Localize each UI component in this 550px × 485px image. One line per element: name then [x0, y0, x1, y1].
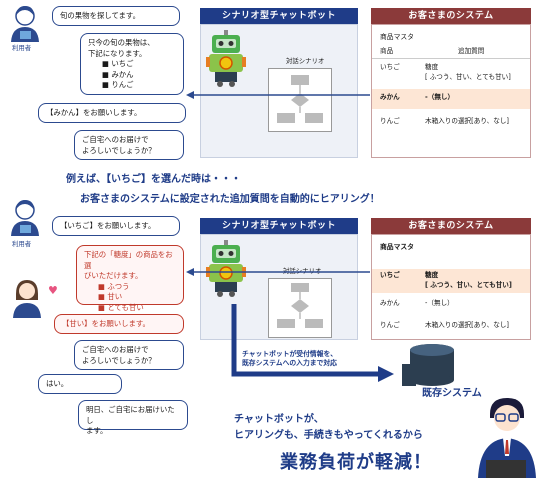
table-cell: [ ふつう、甘い、とても甘い] — [425, 73, 511, 81]
list-item: 甘い — [98, 292, 176, 303]
arrow-note: チャットボットが受付情報を、 既存システムへの入力まで対応 — [242, 350, 337, 368]
table-row: みかん -（無し） — [372, 299, 530, 313]
chat-text: よろしいでしょうか？ — [82, 145, 156, 155]
chat-bubble-b1: 【いちご】をお願いします。 — [52, 216, 180, 236]
connector-arrow-bottom — [186, 250, 372, 280]
table-cell: いちご — [380, 271, 400, 279]
heart-icon: ♥ — [48, 284, 58, 297]
table-row: いちご 糖度 [ ふつう、甘い、とても甘い] — [372, 63, 530, 85]
chatbot-panel-title-bottom: シナリオ型チャットボット — [200, 218, 358, 234]
database-icon — [402, 342, 462, 390]
chat-text: 只今の旬の果物は、 — [88, 38, 155, 47]
user-avatar-bottom — [8, 198, 42, 236]
table-cell: りんご — [380, 321, 400, 329]
chat-bubble-b6: 明日、ご自宅にお届けいたし ます。 — [78, 400, 188, 435]
chat-text: びいただけます。 — [84, 271, 143, 280]
example-banner-line2: お客さまのシステムに設定された追加質問を自動的にヒアリング！ — [80, 194, 380, 205]
column-header: 追加質問 — [458, 47, 485, 55]
chat-bubble-b2: 下記の「糖度」の商品をお選 びいただけます。 ふつう 甘い とても甘い — [76, 245, 184, 312]
chat-text: 【みかん】をお願いします。 — [46, 108, 142, 117]
chat-text: ご自宅へのお届けで — [82, 135, 149, 144]
scenario-label-bottom: 対話シナリオ — [283, 267, 322, 275]
chat-text: はい。 — [46, 379, 69, 388]
table-cell: 木箱入りの選択[あり、なし] — [425, 117, 510, 125]
table-cell: 糖度 — [425, 63, 439, 71]
list-item: ふつう — [98, 282, 176, 293]
example-banner-line1: 例えば、【いちご】を選んだ時は・・・ — [66, 174, 241, 185]
footer-line2: ヒアリングも、手続きもやってくれるから — [234, 430, 423, 441]
table-cell: -（無し） — [425, 93, 455, 101]
robot-icon — [206, 30, 246, 88]
list-item: いちご — [102, 59, 176, 70]
businessman-icon — [476, 396, 538, 478]
chat-text: 【いちご】をお願いします。 — [60, 221, 156, 230]
chat-text: 下記の「糖度」の商品をお選 — [84, 250, 173, 270]
chat-bubble-b3: 【甘い】をお願いします。 — [54, 314, 184, 334]
chat-text: 【甘い】をお願いします。 — [62, 319, 150, 328]
table-cell: -（無し） — [425, 299, 454, 307]
column-header: 商品 — [380, 47, 394, 55]
arrow-note-line: チャットボットが受付情報を、 — [242, 350, 338, 358]
table-row: みかん -（無し） — [372, 89, 530, 109]
user-label-bottom: 利用者 — [12, 240, 32, 248]
system-panel-top: 商品マスタ 商品 追加質問 いちご 糖度 [ ふつう、甘い、とても甘い] みかん… — [371, 24, 531, 158]
table-cell: 木箱入りの選択[あり、なし] — [425, 321, 510, 329]
input-flow-arrow — [228, 304, 398, 382]
table-row: りんご 木箱入りの選択[あり、なし] — [372, 321, 530, 335]
chat-text: ご自宅へのお届けで — [82, 345, 149, 354]
table-cell: みかん — [380, 299, 400, 307]
master-label-bottom: 商品マスタ — [380, 243, 414, 251]
table-cell: みかん — [380, 93, 400, 101]
chatbot-panel-title-top: シナリオ型チャットボット — [200, 8, 358, 24]
table-row: いちご 糖度 [ ふつう、甘い、とても甘い] — [372, 269, 530, 293]
chat-text: ます。 — [86, 426, 108, 435]
footer-headline: 業務負荷が軽減！ — [280, 452, 432, 473]
chat-bubble-b4: ご自宅へのお届けで よろしいでしょうか？ — [74, 340, 184, 370]
female-user-avatar — [10, 278, 44, 318]
scenario-flowchart-bottom — [268, 278, 332, 338]
arrow-note-line: 既存システムへの入力まで対応 — [242, 359, 337, 367]
chat-bubble-2: 只今の旬の果物は、 下記になります。 いちご みかん りんご — [80, 33, 184, 95]
table-row: りんご 木箱入りの選択[あり、なし] — [372, 117, 530, 131]
system-panel-title-top: お客さまのシステム — [371, 8, 531, 24]
chat-text: よろしいでしょうか？ — [82, 355, 156, 365]
table-header: 商品 追加質問 — [372, 47, 530, 59]
list-item: みかん — [102, 70, 176, 81]
footer-line1: チャットボットが、 — [234, 414, 324, 425]
chat-bubble-b5: はい。 — [38, 374, 122, 394]
chat-bubble-4: ご自宅へのお届けで よろしいでしょうか？ — [74, 130, 184, 160]
table-cell: 糖度 — [425, 271, 439, 279]
table-cell: りんご — [380, 117, 400, 125]
chat-bubble-3: 【みかん】をお願いします。 — [38, 103, 186, 123]
table-cell: いちご — [380, 63, 400, 71]
user-label-top: 利用者 — [12, 44, 32, 52]
list-item: とても甘い — [98, 303, 176, 314]
scenario-flowchart-top — [268, 68, 332, 132]
table-cell: [ ふつう、甘い、とても甘い] — [425, 281, 512, 289]
system-panel-title-bottom: お客さまのシステム — [371, 218, 531, 234]
connector-arrow-top — [186, 88, 372, 102]
scenario-label-top: 対話シナリオ — [286, 57, 325, 65]
chat-bubble-1: 旬の果物を探してます。 — [52, 6, 180, 26]
chat-text: 明日、ご自宅にお届けいたし — [86, 405, 175, 425]
user-avatar-top — [8, 4, 42, 42]
existing-system-label: 既存システム — [422, 388, 482, 399]
chat-text: 旬の果物を探してます。 — [60, 11, 140, 20]
chat-text: 下記になります。 — [88, 48, 147, 58]
system-panel-bottom: 商品マスタ いちご 糖度 [ ふつう、甘い、とても甘い] みかん -（無し） り… — [371, 234, 531, 340]
master-label-top: 商品マスタ — [380, 33, 414, 41]
list-item: りんご — [102, 80, 176, 91]
robot-icon — [206, 240, 246, 298]
